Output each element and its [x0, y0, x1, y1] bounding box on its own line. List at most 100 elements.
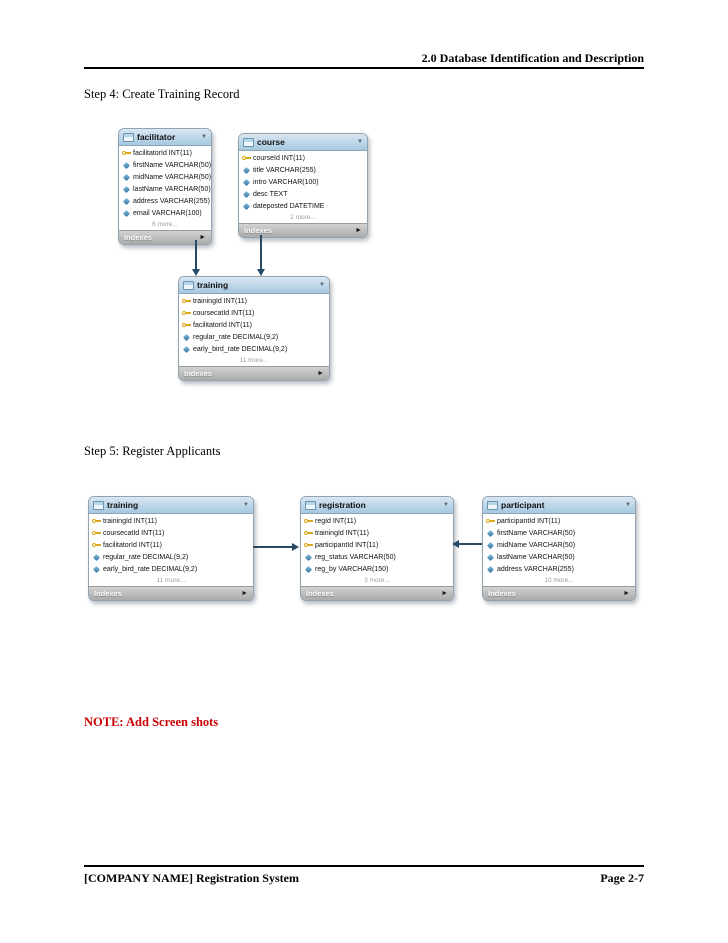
column-definition: early_bird_rate DECIMAL(9,2) [193, 345, 288, 353]
column-definition: regular_rate DECIMAL(9,2) [103, 553, 189, 561]
table-title: registration [319, 500, 366, 510]
column-row: title VARCHAR(255) [239, 164, 367, 176]
indexes-label: Indexes [306, 589, 334, 598]
indexes-label: Indexes [244, 226, 272, 235]
column-row: midName VARCHAR(50) [119, 171, 211, 183]
note-text: NOTE: Add Screen shots [84, 715, 219, 729]
table-participant: participant ▼ participantId INT(11)first… [482, 496, 636, 601]
column-icon [122, 173, 131, 182]
column-icon [304, 553, 313, 562]
column-definition: early_bird_rate DECIMAL(9,2) [103, 565, 198, 573]
column-definition: midName VARCHAR(50) [497, 541, 576, 549]
column-row: regId INT(11) [301, 515, 453, 527]
column-definition: coursecatId INT(11) [103, 529, 165, 537]
hidden-columns-count: 11 more... [239, 357, 269, 364]
column-definition: trainingId INT(11) [315, 529, 369, 537]
column-definition: participantId INT(11) [497, 517, 561, 525]
column-row: email VARCHAR(100) [119, 207, 211, 219]
column-row: facilitatorId INT(11) [119, 147, 211, 159]
table-columns: courseId INT(11)title VARCHAR(255)intro … [239, 151, 367, 213]
table-columns: regId INT(11)trainingId INT(11)participa… [301, 514, 453, 576]
column-definition: address VARCHAR(255) [133, 197, 210, 205]
table-header: facilitator ▼ [119, 129, 211, 146]
collapse-arrow-icon: ▼ [625, 502, 631, 508]
column-definition: regId INT(11) [315, 517, 357, 525]
column-row: reg_by VARCHAR(150) [301, 563, 453, 575]
table-icon [305, 500, 316, 510]
primary-key-icon [304, 529, 313, 538]
column-definition: midName VARCHAR(50) [133, 173, 211, 181]
primary-key-icon [92, 541, 101, 550]
column-definition: title VARCHAR(255) [253, 166, 316, 174]
indexes-label: Indexes [184, 369, 212, 378]
expand-arrow-icon: ► [317, 370, 324, 377]
column-icon [242, 202, 251, 211]
column-row: participantId INT(11) [483, 515, 635, 527]
column-icon [486, 529, 495, 538]
relationship-arrow-participant-registration [452, 539, 482, 548]
collapse-arrow-icon: ▼ [357, 139, 363, 145]
primary-key-icon [182, 321, 191, 330]
column-row: lastName VARCHAR(50) [119, 183, 211, 195]
table-training-step4: training ▼ trainingId INT(11)coursecatId… [178, 276, 330, 381]
indexes-label: Indexes [124, 233, 152, 242]
indexes-label: Indexes [94, 589, 122, 598]
column-definition: address VARCHAR(255) [497, 565, 574, 573]
primary-key-icon [304, 541, 313, 550]
relationship-arrow-facilitator-training [191, 240, 200, 276]
column-icon [92, 565, 101, 574]
indexes-bar: Indexes ► [483, 586, 635, 600]
table-title: facilitator [137, 132, 176, 142]
table-icon [123, 132, 134, 142]
indexes-bar: Indexes ► [239, 223, 367, 237]
expand-arrow-icon: ► [355, 227, 362, 234]
column-definition: desc TEXT [253, 190, 288, 198]
hidden-columns-count: 3 more... [364, 577, 390, 584]
expand-arrow-icon: ► [199, 234, 206, 241]
expand-arrow-icon: ► [441, 590, 448, 597]
table-facilitator: facilitator ▼ facilitatorId INT(11)first… [118, 128, 212, 245]
primary-key-icon [486, 517, 495, 526]
column-icon [92, 553, 101, 562]
column-definition: lastName VARCHAR(50) [497, 553, 575, 561]
table-title: course [257, 137, 285, 147]
indexes-bar: Indexes ► [301, 586, 453, 600]
column-definition: reg_by VARCHAR(150) [315, 565, 389, 573]
column-row: coursecatId INT(11) [89, 527, 253, 539]
primary-key-icon [182, 297, 191, 306]
primary-key-icon [242, 154, 251, 163]
column-row: early_bird_rate DECIMAL(9,2) [89, 563, 253, 575]
column-row: firstName VARCHAR(50) [119, 159, 211, 171]
column-row: facilitatorId INT(11) [89, 539, 253, 551]
collapse-arrow-icon: ▼ [201, 134, 207, 140]
page-header-title: 2.0 Database Identification and Descript… [421, 51, 644, 65]
table-header: course ▼ [239, 134, 367, 151]
column-icon [122, 161, 131, 170]
column-row: trainingId INT(11) [179, 295, 329, 307]
column-definition: intro VARCHAR(100) [253, 178, 319, 186]
column-definition: email VARCHAR(100) [133, 209, 202, 217]
column-row: address VARCHAR(255) [119, 195, 211, 207]
column-row: regular_rate DECIMAL(9,2) [89, 551, 253, 563]
table-icon [93, 500, 104, 510]
collapse-arrow-icon: ▼ [443, 502, 449, 508]
column-definition: regular_rate DECIMAL(9,2) [193, 333, 279, 341]
column-icon [242, 190, 251, 199]
column-icon [304, 565, 313, 574]
column-icon [242, 166, 251, 175]
column-icon [122, 185, 131, 194]
column-row: intro VARCHAR(100) [239, 176, 367, 188]
header-rule [84, 67, 644, 69]
collapse-arrow-icon: ▼ [319, 282, 325, 288]
column-definition: facilitatorId INT(11) [103, 541, 162, 549]
collapse-arrow-icon: ▼ [243, 502, 249, 508]
column-row: trainingId INT(11) [89, 515, 253, 527]
indexes-bar: Indexes ► [179, 366, 329, 380]
table-header: participant ▼ [483, 497, 635, 514]
column-icon [122, 197, 131, 206]
column-icon [486, 541, 495, 550]
column-row: facilitatorId INT(11) [179, 319, 329, 331]
table-title: training [197, 280, 229, 290]
column-row: address VARCHAR(255) [483, 563, 635, 575]
